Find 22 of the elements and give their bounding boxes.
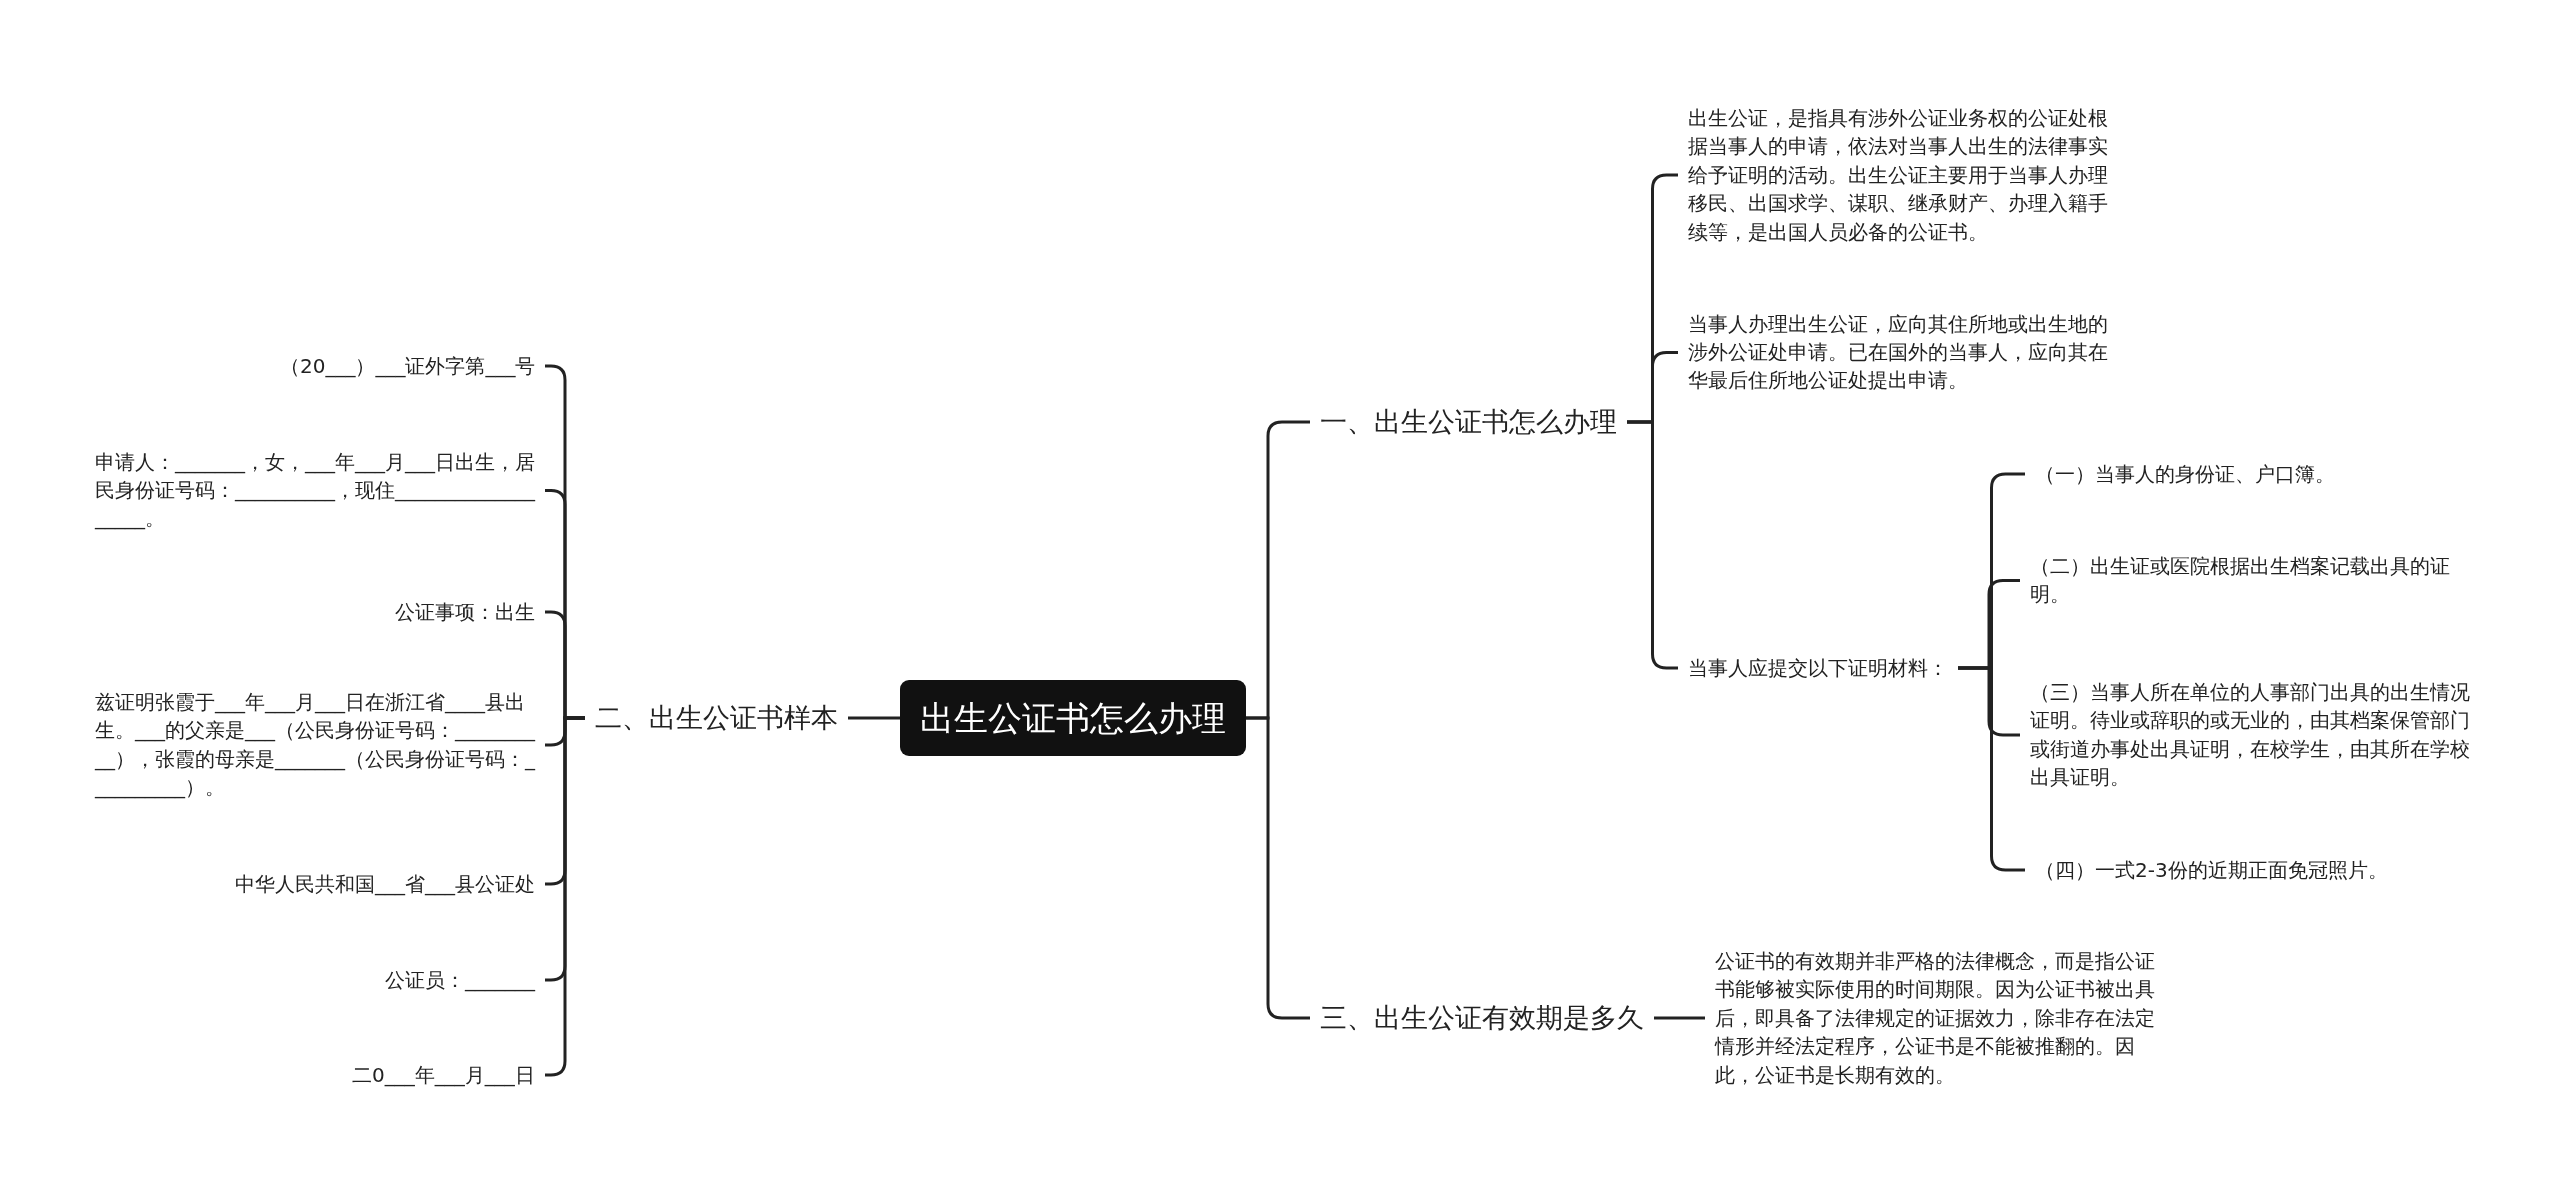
topic-text: 公证书的有效期并非严格的法律概念，而是指公证书能够被实际使用的时间期限。因为公证书被出具后，即具备了法律规定的证据效力，除非存在法定情形并经法定程序，公证书是不能被推翻的。因此，公证书是长期有效的。 <box>1715 947 2155 1089</box>
branch-topic: 一、出生公证书怎么办理 <box>1320 403 1617 442</box>
topic-text: 二0___年___月___日 <box>352 1061 535 1090</box>
topic-text: 申请人：_______，女，___年___月___日出生，居民身份证号码：__________，现住___________________。 <box>95 447 535 533</box>
topic-text: 兹证明张霞于___年___月___日在浙江省____县出生。___的父亲是___（公民身份证号码：__________），张霞的母亲是_______（公民身份证号码：__________）。 <box>95 688 535 802</box>
topic-text: 公证员：_______ <box>385 966 535 995</box>
branch-topic: 三、出生公证有效期是多久 <box>1320 999 1644 1038</box>
topic-text: （一）当事人的身份证、户口簿。 <box>2035 460 2335 489</box>
topic-text: （四）一式2-3份的近期正面免冠照片。 <box>2035 856 2388 885</box>
connector-line <box>1246 716 1310 1020</box>
topic-text: 当事人办理出生公证，应向其住所地或出生地的涉外公证处申请。已在国外的当事人，应向其在华最后住所地公证处提出申请。 <box>1688 309 2120 395</box>
connector-line <box>1654 1016 1705 1020</box>
topic-text: 中华人民共和国___省___县公证处 <box>235 870 535 899</box>
topic-text: （三）当事人所在单位的人事部门出具的出生情况证明。待业或辞职的或无业的，由其档案保管部门或街道办事处出具证明，在校学生，由其所在学校出具证明。 <box>2030 678 2470 792</box>
topic-text: （二）出生证或医院根据出生档案记载出具的证明。 <box>2030 551 2470 609</box>
topic-text: （20___）___证外字第___号 <box>280 352 536 381</box>
connector-line <box>848 716 900 720</box>
central-topic: 出生公证书怎么办理 <box>900 680 1246 757</box>
topic-text: 出生公证，是指具有涉外公证业务权的公证处根据当事人的申请，依法对当事人出生的法律事实给予证明的活动。出生公证主要用于当事人办理移民、出国求学、谋职、继承财产、办理入籍手续等，是出国人员必备的公证书。 <box>1688 104 2120 246</box>
topic-text: 当事人应提交以下证明材料： <box>1688 654 1948 683</box>
branch-topic: 二、出生公证书样本 <box>595 699 838 738</box>
topic-text: 公证事项：出生 <box>395 598 535 627</box>
